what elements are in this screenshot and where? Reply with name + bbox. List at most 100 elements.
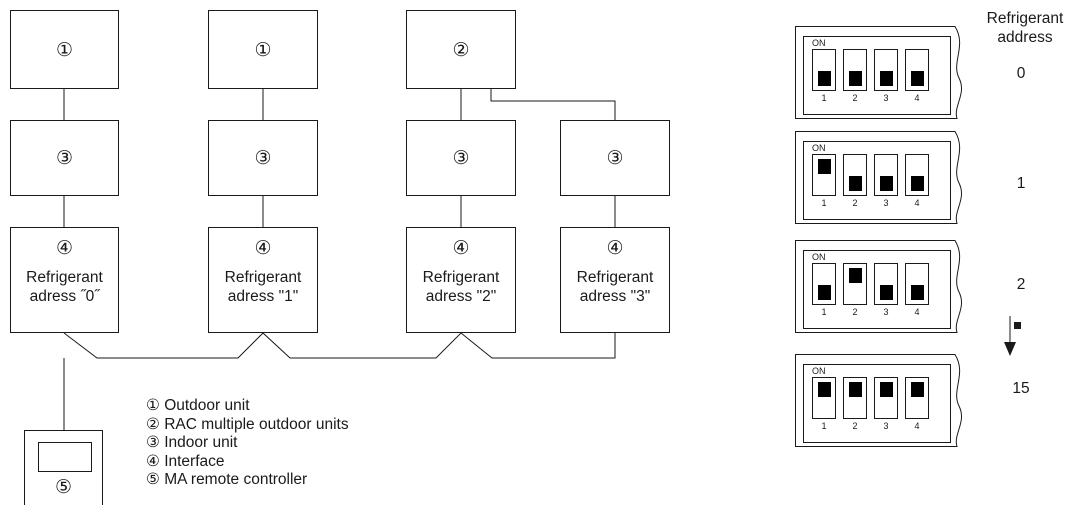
dip-switch-2 bbox=[843, 154, 867, 196]
interface-address: adress ˝0˝ bbox=[29, 288, 100, 305]
interface-box: ④ Refrigerant adress "2" bbox=[406, 227, 516, 333]
dip-switch-4 bbox=[905, 263, 929, 305]
remote-display bbox=[38, 442, 92, 472]
dip-on-label: ON bbox=[812, 366, 826, 376]
dip-knob-off bbox=[818, 285, 831, 300]
dip-switch-number: 3 bbox=[883, 93, 889, 103]
dip-on-label: ON bbox=[812, 143, 826, 153]
dip-switch-3 bbox=[874, 263, 898, 305]
interface-label: Refrigerant bbox=[576, 269, 654, 286]
interface-label: Refrigerant bbox=[422, 269, 500, 286]
dip-switch-panel: ON 1 2 3 4 bbox=[795, 131, 970, 224]
interface-marker: ④ bbox=[254, 238, 272, 259]
indoor-unit-marker: ③ bbox=[55, 148, 74, 169]
address-header-line2: address bbox=[997, 29, 1053, 46]
dip-switch-panel: ON 1 2 3 4 bbox=[795, 240, 970, 333]
dip-switch-3 bbox=[874, 49, 898, 91]
dip-switch-number: 4 bbox=[914, 198, 920, 208]
outdoor-unit-marker: ① bbox=[254, 40, 272, 61]
dip-knob-off bbox=[911, 176, 924, 191]
interface-address: adress "2" bbox=[425, 288, 497, 305]
refrigerant-address-value: 15 bbox=[1012, 380, 1030, 397]
dip-switch-number: 4 bbox=[914, 93, 920, 103]
dip-knob-on bbox=[911, 382, 924, 397]
dip-switch-number: 3 bbox=[883, 198, 889, 208]
indoor-unit-box: ③ bbox=[10, 120, 119, 196]
rac-outdoor-unit-marker: ② bbox=[452, 40, 470, 61]
indoor-unit-marker: ③ bbox=[606, 148, 624, 169]
dip-knob-on bbox=[818, 159, 831, 174]
dip-switch-3 bbox=[874, 154, 898, 196]
remote-controller-marker: ⑤ bbox=[54, 477, 73, 498]
dip-switch-3 bbox=[874, 377, 898, 419]
rac-outdoor-unit-box: ② bbox=[406, 10, 516, 89]
interface-box: ④ Refrigerant adress "1" bbox=[208, 227, 318, 333]
arrow-head bbox=[1004, 342, 1016, 356]
dip-switch-4 bbox=[905, 154, 929, 196]
legend-item: ⑤ MA remote controller bbox=[146, 471, 308, 489]
dip-knob-off bbox=[880, 176, 893, 191]
dip-switch-number: 3 bbox=[883, 421, 889, 431]
dip-knob-on bbox=[880, 382, 893, 397]
dip-switch-2 bbox=[843, 377, 867, 419]
indoor-unit-box: ③ bbox=[406, 120, 516, 196]
dip-switch-number: 1 bbox=[821, 307, 827, 317]
dip-on-label: ON bbox=[812, 252, 826, 262]
address-column-header: Refrigerant address bbox=[980, 9, 1070, 47]
interface-marker: ④ bbox=[606, 238, 624, 259]
dip-switch-panel: ON 1 2 3 4 bbox=[795, 354, 970, 447]
refrigerant-address-value: 1 bbox=[1016, 175, 1026, 192]
interface-label: Refrigerant bbox=[224, 269, 302, 286]
dip-switch-number: 2 bbox=[852, 198, 858, 208]
interface-box: ④ Refrigerant adress "3" bbox=[560, 227, 670, 333]
interface-address: adress "1" bbox=[227, 288, 299, 305]
legend: ① Outdoor unit ② RAC multiple outdoor un… bbox=[146, 397, 349, 490]
dip-switch-number: 2 bbox=[852, 307, 858, 317]
dip-switch-number: 2 bbox=[852, 93, 858, 103]
outdoor-unit-box: ① bbox=[208, 10, 318, 89]
indoor-unit-box: ③ bbox=[560, 120, 670, 196]
dip-switch-number: 3 bbox=[883, 307, 889, 317]
dip-switch-1 bbox=[812, 154, 836, 196]
interface-marker: ④ bbox=[452, 238, 470, 259]
dip-switch-2 bbox=[843, 49, 867, 91]
dip-switch-1 bbox=[812, 49, 836, 91]
indoor-unit-marker: ③ bbox=[254, 148, 272, 169]
dip-switch-number: 4 bbox=[914, 307, 920, 317]
remote-controller: ⑤ bbox=[24, 430, 103, 505]
interface-box: ④ Refrigerant adress ˝0˝ bbox=[10, 227, 119, 333]
address-header-line1: Refrigerant bbox=[986, 10, 1064, 27]
interface-label: Refrigerant bbox=[26, 269, 103, 286]
interface-address: adress "3" bbox=[579, 288, 651, 305]
wire-rac-indoor4 bbox=[490, 89, 616, 120]
legend-item: ② RAC multiple outdoor units bbox=[146, 415, 349, 433]
dip-switch-1 bbox=[812, 263, 836, 305]
legend-item: ① Outdoor unit bbox=[146, 397, 250, 414]
indoor-unit-box: ③ bbox=[208, 120, 318, 196]
legend-item: ③ Indoor unit bbox=[146, 434, 238, 452]
dip-knob-on bbox=[818, 382, 831, 397]
dip-switch-number: 1 bbox=[821, 421, 827, 431]
dip-knob-off bbox=[880, 285, 893, 300]
dip-on-label: ON bbox=[812, 38, 826, 48]
outdoor-unit-box: ① bbox=[10, 10, 119, 89]
dip-switch-4 bbox=[905, 377, 929, 419]
refrigerant-address-value: 0 bbox=[1016, 65, 1026, 82]
dip-knob-off bbox=[880, 71, 893, 86]
dip-knob-off bbox=[911, 285, 924, 300]
dip-knob-on bbox=[849, 382, 862, 397]
dip-switch-number: 4 bbox=[914, 421, 920, 431]
refrigerant-address-value: 2 bbox=[1016, 276, 1026, 293]
dip-knob-off bbox=[911, 71, 924, 86]
dip-knob-on bbox=[849, 268, 862, 283]
dip-switch-number: 2 bbox=[852, 421, 858, 431]
outdoor-unit-marker: ① bbox=[55, 40, 74, 61]
dip-knob-off bbox=[849, 71, 862, 86]
dip-knob-off bbox=[818, 71, 831, 86]
dip-switch-number: 1 bbox=[821, 198, 827, 208]
legend-item: ④ Interface bbox=[146, 452, 225, 470]
indoor-unit-marker: ③ bbox=[452, 148, 470, 169]
arrow-square bbox=[1014, 322, 1021, 329]
